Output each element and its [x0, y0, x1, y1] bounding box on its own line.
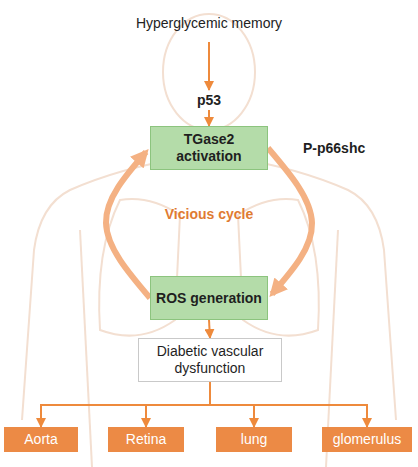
flow-arrow: [208, 110, 210, 126]
node-text: Diabetic vascular dysfunction: [139, 343, 281, 377]
flow-arrow: [210, 382, 254, 427]
node-text: Aorta: [24, 431, 57, 448]
head-outline: [163, 14, 255, 130]
process-box: TGase2 activation: [150, 126, 268, 170]
node-text: Retina: [126, 431, 166, 448]
flow-arrow: [210, 382, 367, 427]
left-torso-line: [80, 230, 92, 467]
node-text: Hyperglycemic memory: [136, 15, 282, 32]
process-box: ROS generation: [150, 276, 268, 320]
organ-box: lung: [216, 427, 292, 452]
organ-box: glomerulus: [322, 427, 412, 452]
factor-text: p53: [179, 90, 239, 110]
cycle-arrow: [268, 148, 312, 294]
organ-box: Aorta: [4, 427, 78, 452]
flow-arrow: [209, 320, 210, 338]
cycle-label: Vicious cycle: [164, 206, 254, 223]
node-text: p53: [197, 92, 221, 109]
cycle-arrow: [106, 152, 150, 298]
edge-label: P-p66shc: [303, 140, 403, 157]
node-text: ROS generation: [156, 290, 262, 307]
node-text: lung: [241, 431, 267, 448]
organ-box: Retina: [108, 427, 184, 452]
node-text: glomerulus: [333, 431, 401, 448]
flow-arrow: [146, 382, 210, 427]
start-text: Hyperglycemic memory: [129, 4, 289, 42]
flow-arrow: [41, 382, 210, 427]
flow-arrow: [208, 42, 210, 90]
node-text: TGase2 activation: [151, 131, 267, 165]
outcome-box: Diabetic vascular dysfunction: [138, 338, 282, 382]
